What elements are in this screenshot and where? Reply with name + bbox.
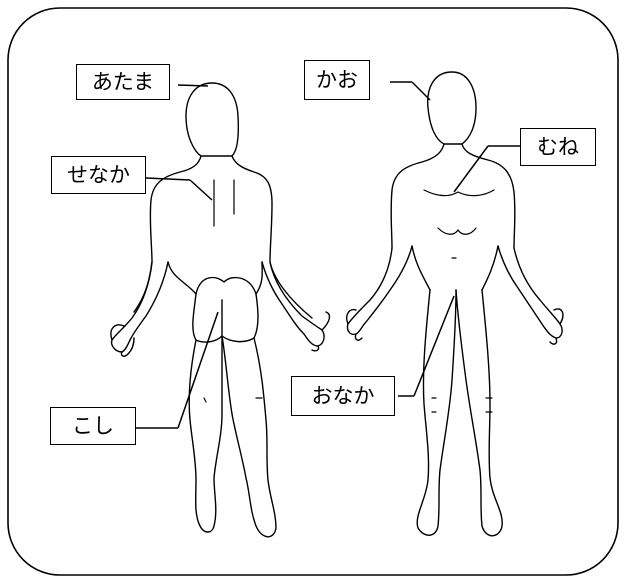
front-left-arm bbox=[347, 246, 412, 334]
front-head bbox=[428, 72, 476, 144]
back-knee-mark-left bbox=[204, 398, 206, 402]
front-left-leg bbox=[417, 290, 456, 535]
leader-onaka-2 bbox=[414, 296, 454, 396]
back-right-arm bbox=[262, 262, 324, 346]
label-senaka: せなか bbox=[51, 156, 146, 194]
leader-atama bbox=[178, 85, 208, 86]
label-onaka: おなか bbox=[291, 376, 395, 416]
leader-senaka bbox=[146, 178, 190, 180]
back-buttocks bbox=[196, 278, 256, 294]
leader-senaka-2 bbox=[190, 180, 212, 200]
leader-kao-2 bbox=[412, 82, 430, 100]
front-right-arm bbox=[498, 246, 562, 338]
label-atama: あたま bbox=[76, 64, 170, 100]
front-right-leg bbox=[456, 290, 502, 536]
back-left-leg bbox=[189, 336, 222, 532]
front-torso bbox=[391, 144, 515, 248]
back-torso bbox=[134, 156, 312, 318]
front-pelvis bbox=[412, 246, 498, 290]
back-right-leg bbox=[222, 336, 276, 537]
back-figure bbox=[111, 83, 330, 537]
front-chest bbox=[424, 190, 494, 196]
back-hips bbox=[168, 262, 262, 342]
front-left-hand bbox=[347, 310, 362, 340]
leader-mune-2 bbox=[454, 146, 488, 192]
label-koshi: こし bbox=[50, 407, 136, 445]
label-mune: むね bbox=[520, 128, 596, 166]
back-left-arm bbox=[112, 262, 168, 352]
leader-koshi-2 bbox=[178, 312, 218, 428]
front-abs bbox=[438, 228, 476, 234]
back-head bbox=[186, 83, 238, 156]
label-kao: かお bbox=[304, 60, 370, 100]
